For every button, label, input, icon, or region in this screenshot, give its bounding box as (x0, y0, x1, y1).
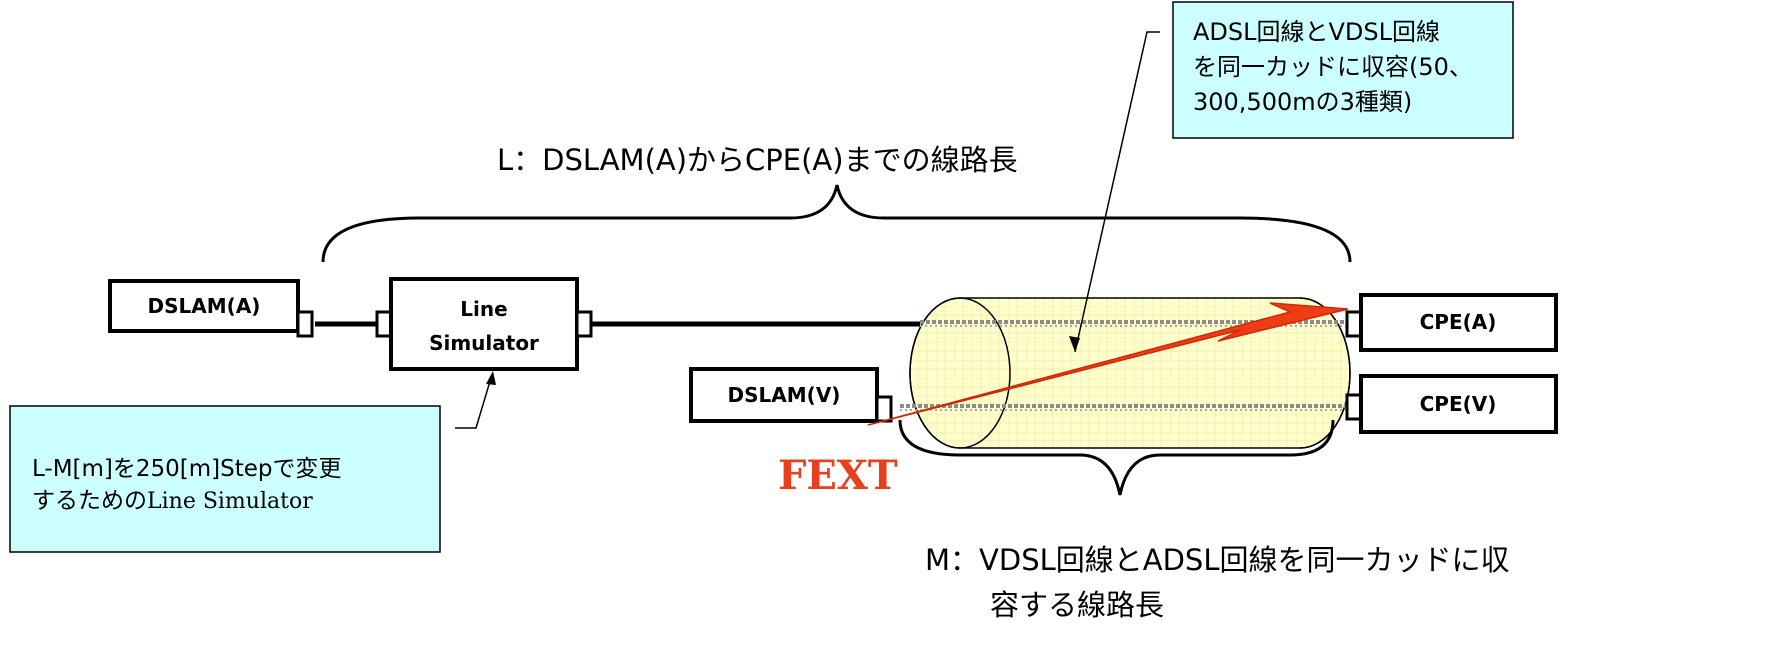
callout-bottom-arrowhead (486, 371, 496, 385)
callout-top-arrowhead (1069, 336, 1080, 352)
callout-bottom-line2-a: するための (32, 488, 147, 514)
cpe-a-label: CPE(A) (1420, 310, 1497, 334)
cpe-v-box: CPE(V) (1345, 374, 1558, 434)
dslam-a-box: DSLAM(A) (108, 279, 314, 338)
dslam-v-box: DSLAM(V) (689, 367, 893, 423)
m-length-brace (898, 419, 1335, 496)
line-simulator-box: Line Simulator (375, 277, 593, 371)
m-length-label-line2: 容する線路長 (990, 588, 1164, 622)
l-length-label: L：DSLAM(A)からCPE(A)までの線路長 (497, 143, 1018, 177)
callout-top-line1: ADSL回線とVDSL回線 (1193, 18, 1440, 46)
callout-top-leader (1074, 31, 1160, 353)
callout-bottom-line1: L-M[m]を250[m]Stepで変更 (32, 456, 342, 482)
dslam-a-label: DSLAM(A) (148, 294, 261, 318)
callout-bottom-leader (455, 377, 492, 429)
dslam-v-label: DSLAM(V) (728, 383, 841, 407)
callout-top-line3: 300,500mの3種類) (1193, 88, 1412, 116)
l-length-brace (321, 184, 1352, 263)
line-simulator-callout: L-M[m]を250[m]Stepで変更 するためのLine Simulator (9, 405, 441, 553)
callout-bottom-line2: するためのLine Simulator (32, 488, 313, 514)
line-simulator-label-line1: Line (460, 297, 507, 321)
fext-label: FEXT (778, 452, 898, 499)
m-length-label-line1: M：VDSL回線とADSL回線を同一カッドに収 (925, 543, 1510, 577)
line-simulator-label-line2: Simulator (429, 331, 539, 355)
cpe-a-box: CPE(A) (1345, 293, 1558, 352)
callout-bottom-line2-b: Line Simulator (147, 489, 313, 514)
quad-capacity-callout: ADSL回線とVDSL回線 を同一カッドに収容(50、 300,500mの3種類… (1172, 1, 1514, 139)
fext-lightning-arrow (867, 302, 1349, 426)
cpe-v-label: CPE(V) (1420, 392, 1497, 416)
callout-top-line2: を同一カッドに収容(50、 (1193, 53, 1473, 81)
